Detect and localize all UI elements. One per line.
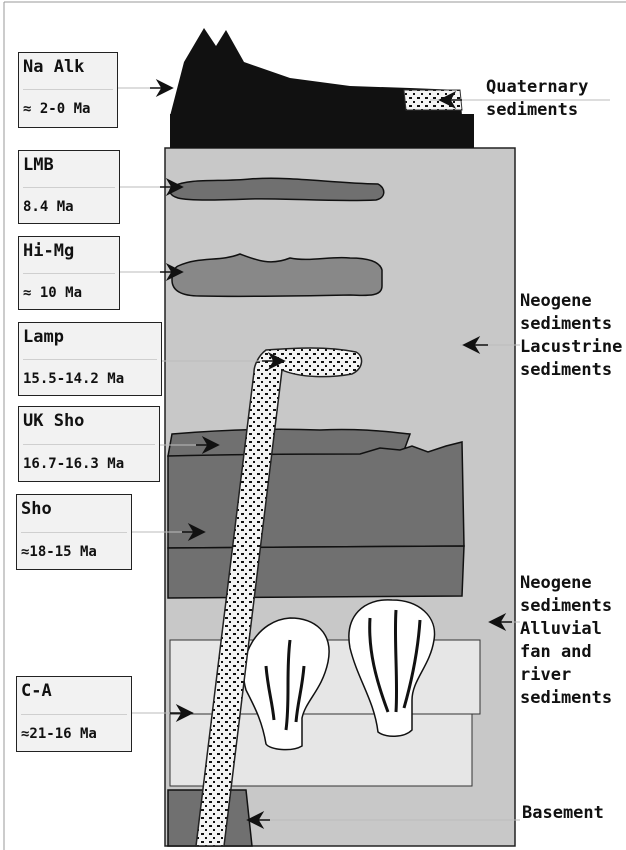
label-box-uk-sho: UK Sho 16.7-16.3 Ma	[18, 406, 160, 482]
label-line: Lacustrine	[520, 336, 622, 359]
label-line: sediments	[520, 359, 622, 382]
na-alk-base-platform	[170, 114, 474, 148]
label-line: Basement	[522, 802, 604, 825]
sho-layer-lower	[168, 546, 464, 598]
label-name: Lamp	[23, 327, 64, 347]
label-box-c-a: C-A ≈21-16 Ma	[16, 676, 132, 752]
label-line: fan and	[520, 641, 612, 664]
label-box-na-alk: Na Alk ≈ 2-0 Ma	[18, 52, 118, 128]
label-name: Na Alk	[23, 57, 84, 77]
label-age: 15.5-14.2 Ma	[23, 371, 124, 387]
label-name: LMB	[23, 155, 54, 175]
label-age: ≈21-16 Ma	[21, 726, 97, 742]
label-age: 16.7-16.3 Ma	[23, 456, 124, 472]
label-age: ≈18-15 Ma	[21, 544, 97, 560]
label-neogene-alluvial: Neogene sediments Alluvial fan and river…	[520, 572, 612, 710]
label-name: Hi-Mg	[23, 241, 74, 261]
label-line: Neogene	[520, 572, 612, 595]
label-basement: Basement	[522, 802, 604, 825]
label-age: ≈ 2-0 Ma	[23, 101, 90, 117]
label-neogene-lacustrine: Neogene sediments Lacustrine sediments	[520, 290, 622, 382]
label-box-lmb: LMB 8.4 Ma	[18, 150, 120, 224]
label-quaternary-sediments: Quaternary sediments	[486, 76, 588, 122]
label-box-sho: Sho ≈18-15 Ma	[16, 494, 132, 570]
label-line: Neogene	[520, 290, 622, 313]
label-age: ≈ 10 Ma	[23, 285, 82, 301]
label-name: Sho	[21, 499, 52, 519]
sho-layer-upper	[168, 442, 464, 548]
fan-channel	[395, 610, 396, 712]
label-box-lamp: Lamp 15.5-14.2 Ma	[18, 322, 162, 396]
label-line: sediments	[520, 687, 612, 710]
label-box-hi-mg: Hi-Mg ≈ 10 Ma	[18, 236, 120, 310]
label-line: river	[520, 664, 612, 687]
label-line: sediments	[520, 595, 612, 618]
label-line: Alluvial	[520, 618, 612, 641]
label-line: sediments	[486, 99, 588, 122]
label-name: UK Sho	[23, 411, 84, 431]
label-age: 8.4 Ma	[23, 199, 74, 215]
label-line: Quaternary	[486, 76, 588, 99]
label-line: sediments	[520, 313, 622, 336]
label-name: C-A	[21, 681, 52, 701]
